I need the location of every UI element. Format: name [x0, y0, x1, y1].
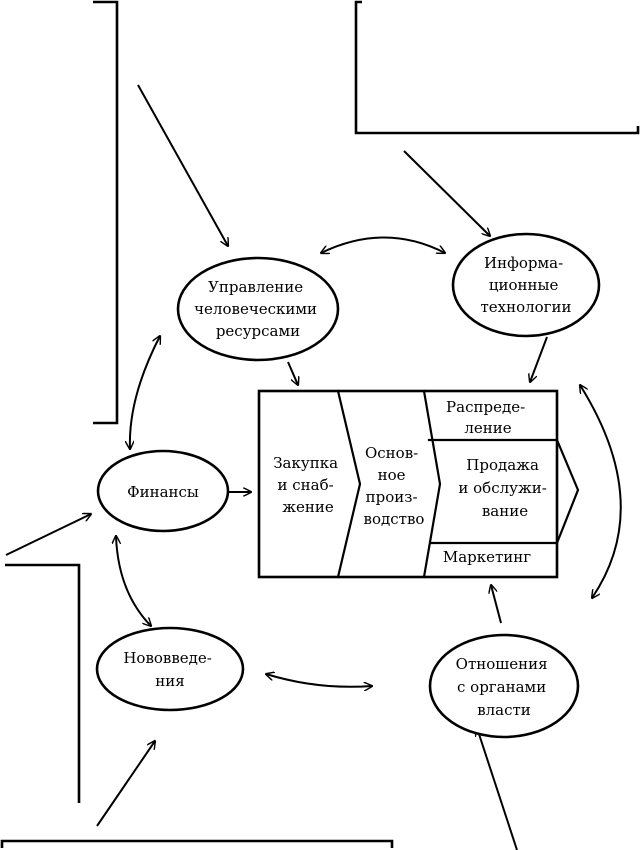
node-finance [96, 449, 230, 533]
label-hr-line: Управление [208, 278, 303, 296]
label-hr: Управление человеческими ресурсами [194, 278, 322, 340]
node-innovation [95, 626, 245, 712]
label-innovation-line: ния [155, 672, 184, 690]
chevron-production [422, 389, 442, 579]
top-right-bracket [354, 0, 640, 135]
label-it-line: Информа- [484, 254, 563, 272]
label-distribution-line: Распреде- [446, 398, 525, 416]
arrow-it-to-chain [530, 336, 548, 382]
label-marketing-line: Маркетинг [443, 548, 531, 566]
label-production-line: ное [378, 466, 406, 484]
label-sales: Продажа и обслужи- вание [458, 456, 551, 520]
arrow-hr-to-chain [287, 361, 298, 385]
label-procurement-line: и снаб- [278, 476, 334, 494]
arrow-hr-it [321, 236, 445, 254]
label-government: Отношения с органами власти [456, 655, 553, 719]
label-sales-line: вание [482, 502, 528, 520]
label-production: Основ- ное произ- водство [364, 444, 425, 528]
label-sales-line: Продажа [466, 456, 539, 474]
label-government-line: Отношения [456, 655, 548, 673]
node-government [428, 633, 580, 739]
arrow-government-to-chain [491, 585, 502, 624]
label-procurement-line: Закупка [273, 454, 338, 472]
label-government-line: власти [477, 701, 531, 719]
left-bracket [5, 563, 81, 803]
label-procurement: Закупка и снаб- жение [273, 454, 343, 516]
label-production-line: водство [364, 510, 425, 528]
label-it-line: технологии [480, 298, 571, 316]
label-production-line: Основ- [365, 444, 418, 462]
value-chain-frame [257, 389, 559, 579]
arrow-bottom-to-innovation [96, 741, 155, 827]
label-sales-line: и обслужи- [458, 479, 546, 497]
label-government-line: с органами [457, 678, 546, 696]
arrow-finance-innovation [116, 536, 151, 626]
label-innovation: Нововведе- ния [123, 649, 216, 690]
label-innovation-line: Нововведе- [123, 649, 212, 667]
label-it: Информа- ционные технологии [480, 254, 571, 316]
chevron-outputs [555, 438, 580, 545]
label-distribution-line: ление [464, 419, 511, 437]
label-marketing: Маркетинг [443, 548, 531, 566]
label-finance-line: Финансы [127, 483, 199, 501]
top-left-bracket [93, 0, 119, 425]
label-hr-line: ресурсами [216, 322, 300, 340]
arrow-hr-finance [130, 336, 160, 449]
arrow-left-to-finance [5, 514, 91, 556]
label-hr-line: человеческими [194, 300, 317, 318]
label-it-line: ционные [489, 276, 559, 294]
arrow-top-right-to-it [403, 150, 490, 236]
label-finance: Финансы [127, 483, 199, 501]
node-hr [176, 256, 340, 362]
arrow-innovation-government [266, 674, 372, 687]
chevron-procurement [336, 389, 362, 579]
arrow-right-loop [580, 385, 622, 598]
node-it [451, 232, 601, 338]
label-distribution: Распреде- ление [446, 398, 530, 437]
label-procurement-line: жение [282, 498, 334, 516]
value-chain-block [257, 389, 580, 579]
arrow-top-left-to-hr [137, 84, 228, 246]
label-production-line: произ- [366, 488, 418, 506]
arrow-bottom-to-government [477, 728, 518, 850]
bottom-box [0, 839, 394, 848]
